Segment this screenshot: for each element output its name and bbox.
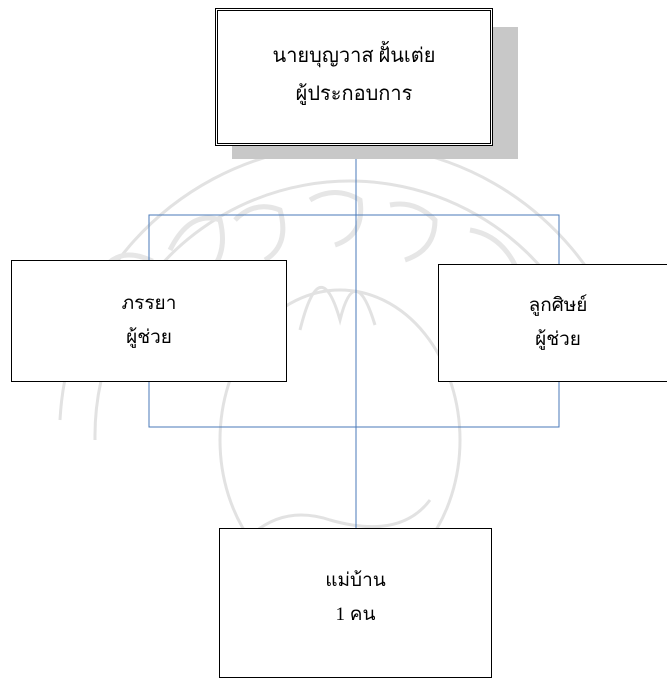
owner-name: นายบุญวาส ฝั้นเต่ย (272, 45, 436, 67)
wife-role: ผู้ช่วย (126, 327, 172, 348)
apprentice-box: ลูกศิษย์ ผู้ช่วย (438, 264, 667, 382)
apprentice-role: ผู้ช่วย (535, 329, 581, 350)
owner-box: นายบุญวาส ฝั้นเต่ย ผู้ประกอบการ (215, 8, 493, 146)
housekeeper-box: แม่บ้าน 1 คน (219, 528, 492, 678)
wife-box: ภรรยา ผู้ช่วย (11, 260, 287, 382)
lower-connector (148, 382, 560, 428)
wife-name: ภรรยา (121, 293, 177, 314)
owner-role: ผู้ประกอบการ (295, 83, 413, 105)
housekeeper-name: แม่บ้าน (325, 570, 386, 591)
upper-connector (148, 214, 560, 264)
housekeeper-count: 1 คน (335, 604, 376, 625)
apprentice-name: ลูกศิษย์ (528, 295, 588, 316)
